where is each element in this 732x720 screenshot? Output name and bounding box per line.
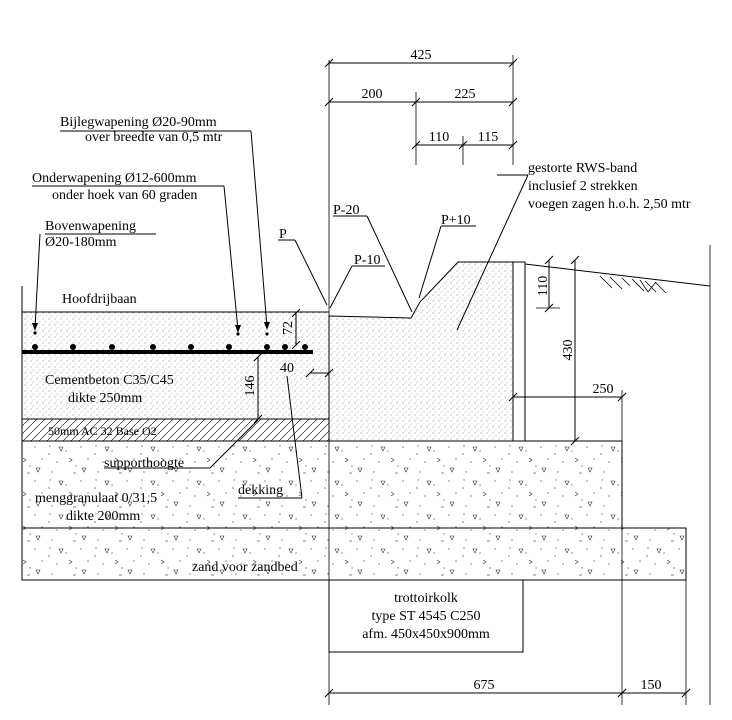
label-p-min-20: P-20 (333, 203, 359, 218)
dim-110-right: 110 (536, 276, 551, 296)
label-kolk-3: afm. 450x450x900mm (362, 627, 490, 642)
label-hoofdrijbaan: Hoofdrijbaan (62, 292, 137, 307)
dim-110-top: 110 (429, 130, 449, 145)
dim-72: 72 (281, 321, 296, 335)
dim-bottom: 675 150 (324, 678, 691, 698)
label-onder-1: Onderwapening Ø12-600mm (32, 171, 197, 186)
dim-right: 110 430 250 (508, 255, 627, 446)
dim-250: 250 (593, 382, 614, 397)
dim-430: 430 (561, 340, 576, 361)
label-p-min-10: P-10 (354, 253, 380, 268)
label-rws-1: gestorte RWS-band (528, 161, 637, 176)
leaders (21, 130, 529, 536)
dim-top: 425 200 225 110 115 (324, 48, 518, 165)
label-supporthoogte: supporthoogte (104, 456, 184, 471)
labels: Bijlegwapening Ø20-90mm over breedte van… (32, 115, 691, 642)
dim-675: 675 (474, 678, 495, 693)
label-onder-2: onder hoek van 60 graden (52, 188, 197, 203)
label-dekking: dekking (238, 483, 283, 498)
label-cement-1: Cementbeton C35/C45 (45, 373, 174, 388)
dim-115: 115 (478, 130, 498, 145)
dim-200: 200 (362, 87, 383, 102)
concrete-slab (22, 311, 329, 420)
dim-40: 40 (280, 361, 294, 376)
label-bijleg-1: Bijlegwapening Ø20-90mm (60, 115, 217, 130)
label-p-plus-10: P+10 (441, 213, 471, 228)
label-ac-layer: 50mm AC 32 Base O2 (48, 424, 157, 438)
label-boven-2: Ø20-180mm (45, 235, 117, 250)
label-boven-1: Bovenwapening (45, 219, 136, 234)
label-rws-3: voegen zagen h.o.h. 2,50 mtr (528, 197, 691, 212)
label-rws-2: inclusief 2 strekken (528, 179, 638, 194)
dim-425: 425 (411, 48, 432, 63)
dim-150: 150 (641, 678, 662, 693)
label-kolk-1: trottoirkolk (394, 591, 458, 606)
dim-slab: 72 146 40 (243, 308, 334, 424)
reinforcement (22, 331, 313, 354)
sand-bed-layer (21, 527, 687, 581)
label-p: P (279, 227, 287, 242)
label-granulaat-2: dikte 200mm (66, 509, 140, 524)
label-zand: zand voor zandbed (192, 560, 298, 575)
label-granulaat-1: menggranulaat 0/31,5 (35, 491, 157, 506)
label-kolk-2: type ST 4545 C250 (371, 609, 480, 624)
label-cement-2: dikte 250mm (68, 391, 142, 406)
dim-225: 225 (455, 87, 476, 102)
rws-band (328, 261, 526, 442)
dim-146: 146 (243, 376, 258, 397)
ground-surface (524, 263, 711, 294)
label-bijleg-2: over breedte van 0,5 mtr (85, 130, 223, 145)
gully-box (328, 579, 524, 653)
